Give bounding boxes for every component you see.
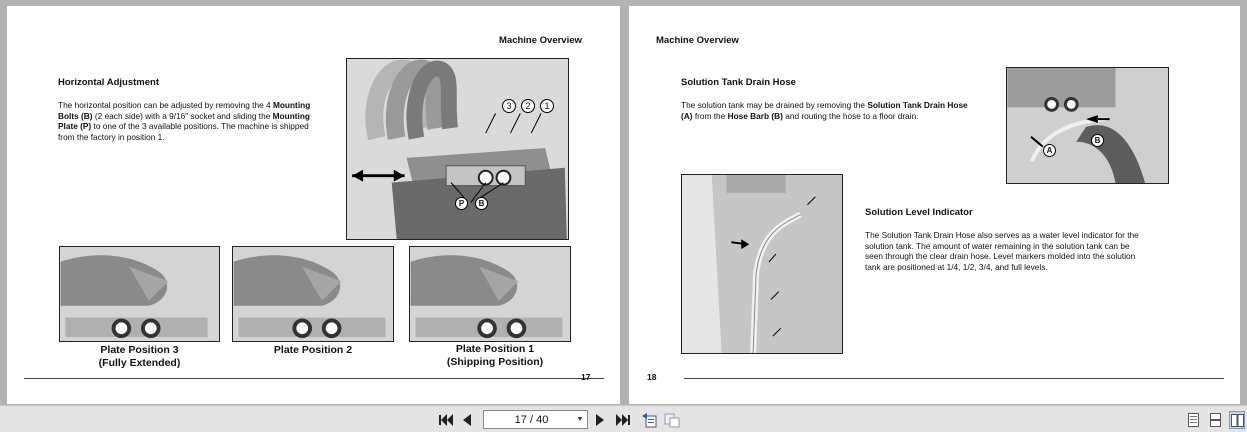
- callout-2: 2: [521, 99, 535, 113]
- go-forward-icon: [664, 413, 679, 428]
- two-page-view-button[interactable]: [1229, 411, 1245, 429]
- callout-3: 3: [502, 99, 516, 113]
- level-indicator-figure: [681, 174, 843, 354]
- first-page-button[interactable]: [438, 411, 454, 429]
- chevron-down-icon: ▼: [576, 416, 584, 423]
- single-page-view-icon: [1187, 413, 1199, 427]
- page-number: 17: [581, 372, 591, 382]
- go-back-icon: [641, 413, 656, 428]
- continuous-view-button[interactable]: [1208, 411, 1222, 429]
- plate-position-3-figure: [59, 246, 220, 342]
- text-run: The solution tank may be drained by remo…: [681, 100, 868, 110]
- page-number: 18: [647, 372, 657, 382]
- previous-page-button[interactable]: [461, 411, 473, 429]
- text-run: from the: [692, 110, 728, 121]
- caption-line: Plate Position 2: [273, 344, 353, 356]
- drain-hose-paragraph: The solution tank may be drained by remo…: [681, 100, 981, 121]
- caption-line: (Shipping Position): [446, 356, 544, 368]
- level-indicator-paragraph: The Solution Tank Drain Hose also serves…: [865, 230, 1139, 272]
- callout-a: A: [1043, 144, 1056, 157]
- first-page-icon: [439, 414, 453, 426]
- text-run: The horizontal position can be adjusted …: [58, 100, 273, 110]
- mounting-plate-figure: 3 2 1 P B: [346, 58, 569, 240]
- section-title-level-indicator: Solution Level Indicator: [865, 207, 973, 218]
- last-page-button[interactable]: [615, 411, 631, 429]
- page-number-select[interactable]: 17 / 40 ▼: [483, 410, 588, 429]
- caption-line: Plate Position 1: [455, 343, 535, 355]
- hose-barb-figure: A B: [1006, 67, 1169, 184]
- last-page-icon: [616, 414, 630, 426]
- caption-line: (Fully Extended): [98, 357, 181, 369]
- page-18: Machine Overview Solution Tank Drain Hos…: [629, 6, 1240, 404]
- callout-b: B: [1091, 134, 1104, 147]
- text-run: and routing the hose to a floor drain.: [782, 110, 919, 121]
- caption-plate-position-1: Plate Position 1 (Shipping Position): [409, 343, 581, 369]
- text-run: (2 each side) with a 9/16" socket and sl…: [92, 110, 273, 121]
- text-run: to one of the 3 available positions. The…: [58, 121, 309, 142]
- plate-position-1-figure: [409, 246, 571, 342]
- callout-p: P: [455, 197, 468, 210]
- callout-b: B: [475, 197, 488, 210]
- running-head: Machine Overview: [656, 35, 739, 46]
- caption-line: Plate Position 3: [100, 344, 179, 356]
- caption-plate-position-2: Plate Position 2: [232, 344, 394, 357]
- running-head: Machine Overview: [499, 35, 582, 46]
- document-viewport[interactable]: Machine Overview Horizontal Adjustment T…: [0, 0, 1247, 405]
- go-forward-button[interactable]: [663, 411, 680, 429]
- two-page-view-icon: [1230, 413, 1244, 427]
- next-page-icon: [596, 414, 604, 426]
- section-title-drain-hose: Solution Tank Drain Hose: [681, 77, 796, 88]
- horizontal-adjustment-paragraph: The horizontal position can be adjusted …: [58, 100, 326, 142]
- section-title-horizontal-adjustment: Horizontal Adjustment: [58, 77, 159, 88]
- continuous-view-icon: [1209, 413, 1221, 427]
- bold-term: Mounting Bolts (B): [58, 100, 311, 121]
- next-page-button[interactable]: [594, 411, 606, 429]
- bold-term: Hose Barb (B): [727, 110, 783, 121]
- single-page-view-button[interactable]: [1186, 411, 1200, 429]
- footer-rule: [684, 378, 1224, 379]
- previous-page-icon: [463, 414, 471, 426]
- page-17: Machine Overview Horizontal Adjustment T…: [7, 6, 620, 404]
- bold-term: Solution Tank Drain Hose (A): [681, 100, 968, 121]
- viewer-toolbar: 17 / 40 ▼: [0, 405, 1247, 432]
- footer-rule: [24, 378, 604, 379]
- plate-position-2-figure: [232, 246, 394, 342]
- caption-plate-position-3: Plate Position 3 (Fully Extended): [59, 344, 220, 370]
- page-indicator: 17 / 40: [514, 413, 549, 426]
- callout-1: 1: [540, 99, 554, 113]
- go-back-button[interactable]: [640, 411, 657, 429]
- bold-term: Mounting Plate (P): [58, 110, 310, 132]
